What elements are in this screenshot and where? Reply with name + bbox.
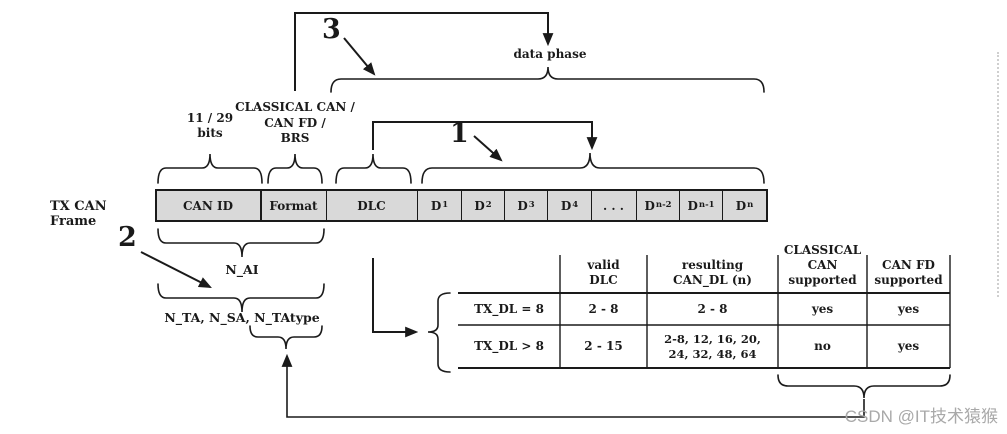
cell-d4-sub: 4	[572, 200, 579, 211]
data-phase-label: data phase	[513, 47, 587, 61]
frame-row-label: TX CAN Frame	[50, 199, 107, 229]
table-header-can-fd: CAN FD supported	[874, 258, 943, 287]
cell-ellipsis-label: . . .	[603, 198, 624, 213]
brace-table-rows	[427, 292, 451, 373]
table-row2-classical: no	[814, 339, 831, 353]
brace-n-ai	[157, 228, 325, 258]
cell-d1-sub: 1	[442, 200, 449, 211]
brace-n-tatype	[249, 325, 323, 350]
table-row1-canfd: yes	[897, 301, 920, 316]
brace-can-id	[157, 153, 263, 184]
n-ta-label: N_TA, N_SA, N_TAtype	[164, 310, 320, 325]
table-row1-valid-dlc: 2 - 8	[588, 301, 619, 316]
cell-dn-1-sub: n-1	[698, 200, 715, 211]
csdn-watermark: CSDN @IT技术猿猴	[844, 407, 998, 426]
brace-supported-columns	[777, 374, 951, 399]
cell-d4-label: D	[560, 198, 572, 213]
cell-ellipsis: . . .	[592, 191, 637, 220]
brace-data-phase	[330, 66, 765, 93]
callout-3-label: 3	[322, 14, 341, 45]
brace-data-bytes	[421, 152, 765, 184]
cell-dn-2-sub: n-2	[655, 200, 672, 211]
bits-label: 11 / 29 bits	[186, 111, 234, 140]
cell-dn-2-label: D	[644, 198, 655, 213]
cell-d2-sub: 2	[485, 200, 492, 211]
dlc-mapping-table: valid DLC resulting CAN_DL (n) CLASSICAL…	[458, 238, 950, 368]
table-row2-label: TX_DL > 8	[474, 339, 544, 353]
cell-dn-1-label: D	[687, 198, 698, 213]
callout-1-label: 1	[450, 118, 469, 149]
cell-dn-label: D	[735, 198, 747, 213]
table-row2-can-dl: 2-8, 12, 16, 20, 24, 32, 48, 64	[664, 332, 761, 361]
arrow-callout-1	[473, 135, 503, 162]
connector-callout-1	[372, 121, 598, 151]
brace-dlc-top	[335, 153, 412, 184]
table-row2-valid-dlc: 2 - 15	[584, 339, 623, 353]
cell-dlc-label: DLC	[357, 198, 386, 213]
cell-d3-label: D	[517, 198, 528, 213]
cell-format: Format	[262, 191, 327, 220]
cell-can-id-label: CAN ID	[182, 198, 234, 213]
table-header-resulting-can-dl: resulting CAN_DL (n)	[673, 258, 752, 287]
table-header-classical-can: CLASSICAL CAN supported	[783, 243, 862, 287]
cell-dlc: DLC	[327, 191, 418, 220]
format-label: CLASSICAL CAN / CAN FD / BRS	[235, 100, 355, 145]
table-header-empty	[458, 238, 560, 293]
table-header-valid-dlc: valid DLC	[587, 258, 620, 287]
table-row1-classical: yes	[811, 301, 834, 316]
brace-format	[267, 153, 323, 184]
connector-dlc-to-table	[372, 258, 419, 338]
cell-d1-label: D	[430, 198, 442, 213]
n-ai-label: N_AI	[225, 262, 259, 277]
cell-can-id: CAN ID	[157, 191, 262, 220]
cell-format-label: Format	[269, 198, 318, 213]
callout-2-label: 2	[118, 222, 137, 253]
arrow-callout-3	[343, 37, 376, 76]
cell-d2-label: D	[474, 198, 485, 213]
cell-dn-sub: n	[747, 200, 754, 211]
table-row1-label: TX_DL = 8	[474, 301, 544, 316]
right-edge-dotted-line	[997, 52, 999, 297]
table-row2-canfd: yes	[897, 339, 920, 353]
table-row1-can-dl: 2 - 8	[697, 301, 728, 316]
brace-n-ta	[157, 283, 325, 313]
cell-d3-sub: 3	[528, 200, 535, 211]
